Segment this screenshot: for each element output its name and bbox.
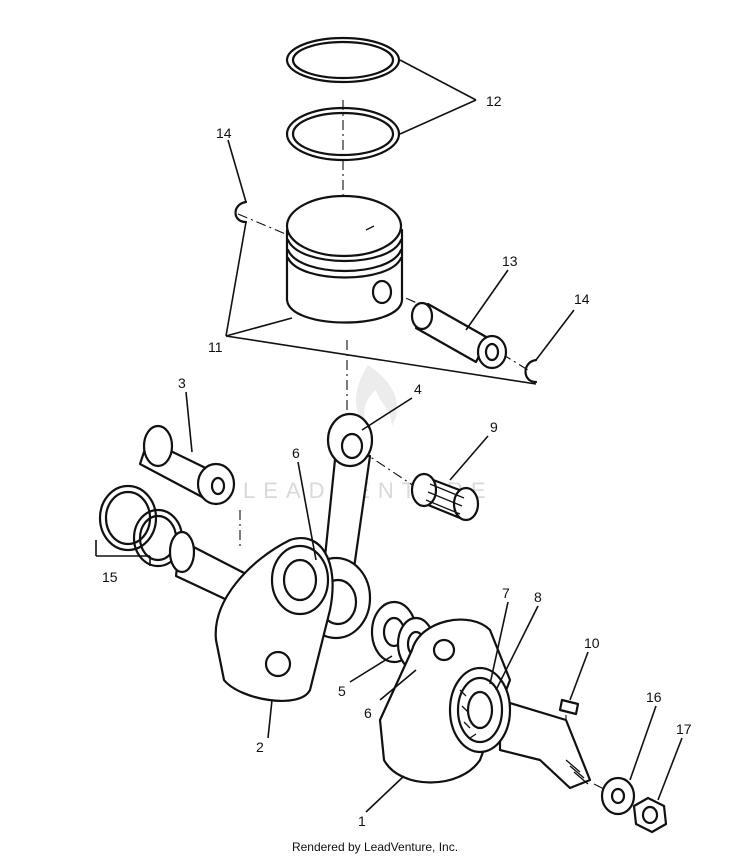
piston-pin: [410, 301, 508, 370]
crank-pin: [138, 424, 236, 506]
callout-15: 15: [102, 569, 118, 585]
callout-5: 5: [338, 683, 346, 699]
piston: [285, 194, 404, 324]
callout-17: 17: [676, 721, 692, 737]
callout-11: 11: [208, 339, 223, 355]
callouts: 12 14 13 14 11 3 4 9 6 15 7 8 10 16 17 5…: [102, 93, 692, 829]
footer-credit: Rendered by LeadVenture, Inc.: [291, 840, 459, 854]
needle-bearing: [410, 472, 480, 522]
callout-14-right: 14: [574, 291, 590, 307]
callout-12: 12: [486, 93, 502, 109]
callout-1: 1: [358, 813, 366, 829]
woodruff-key: [558, 698, 580, 716]
callout-13: 13: [502, 253, 518, 269]
piston-pin-clips: [234, 200, 538, 384]
callout-16: 16: [646, 689, 662, 705]
crank-half-left: [168, 530, 334, 702]
hex-nut: [632, 796, 668, 834]
callout-6-upper: 6: [292, 445, 300, 461]
callout-7: 7: [502, 585, 510, 601]
callout-14-left: 14: [216, 125, 232, 141]
callout-3: 3: [178, 375, 186, 391]
leader-lines: [95, 59, 683, 813]
piston-rings: [285, 36, 401, 162]
callout-4: 4: [414, 381, 422, 397]
callout-6-lower: 6: [364, 705, 372, 721]
callout-9: 9: [490, 419, 498, 435]
callout-8: 8: [534, 589, 542, 605]
main-bearing: [448, 666, 512, 754]
snap-rings: [98, 484, 184, 568]
callout-2: 2: [256, 739, 264, 755]
washer: [600, 776, 636, 816]
callout-10: 10: [584, 635, 600, 651]
